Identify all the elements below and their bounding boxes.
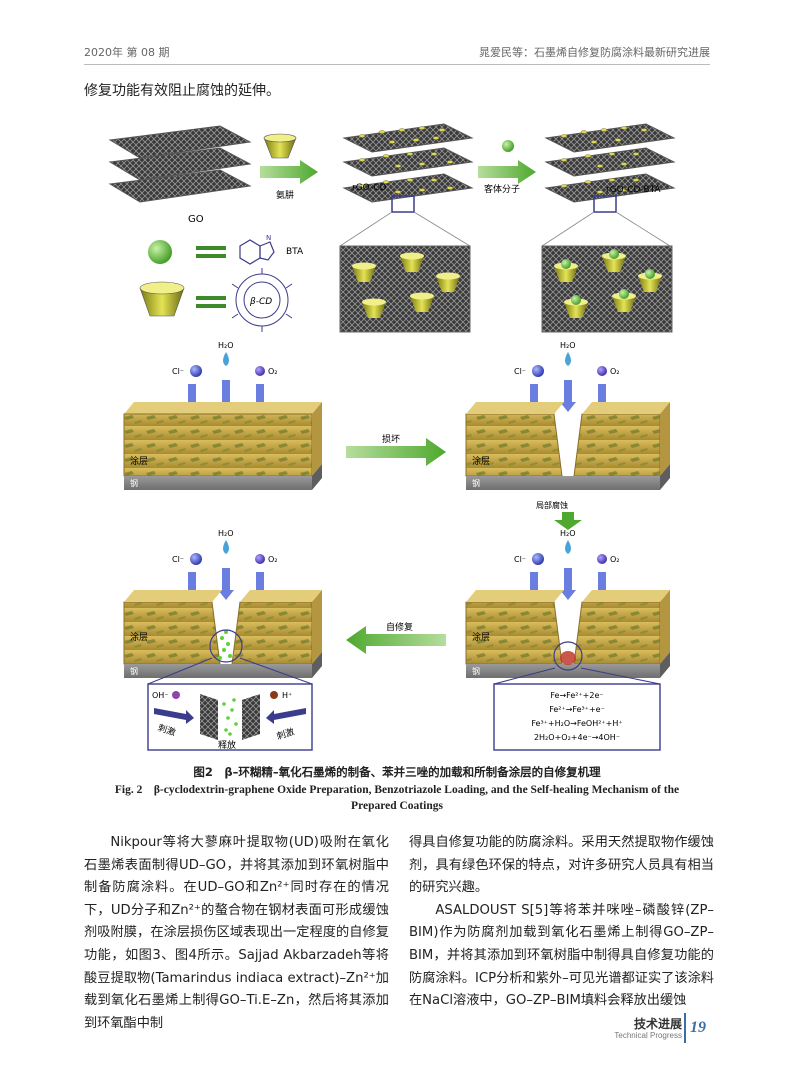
- label-coating-4: 涂层: [130, 631, 148, 643]
- oxygen-icon: [597, 366, 607, 376]
- label-steel-3: 钢: [472, 666, 480, 676]
- lead-text: 修复功能有效阻止腐蚀的延伸。: [84, 83, 280, 99]
- zoom-rgo-cd-bta: [541, 245, 673, 333]
- page-number: 19: [684, 1013, 710, 1043]
- zoom-rgo-cd: [339, 245, 471, 333]
- label-h2o-1: H₂O: [218, 341, 234, 350]
- rgo-cd-bta-stack: [544, 123, 676, 213]
- chloride-ion-icon: [190, 365, 202, 377]
- label-nh: N: [266, 234, 271, 242]
- panel-healed: H₂O Cl⁻ O₂: [123, 529, 322, 678]
- reaction-2: Fe²⁺→Fe³⁺+e⁻: [549, 705, 605, 714]
- proton-icon: [270, 691, 278, 699]
- label-o2-4: O₂: [268, 555, 278, 564]
- oxygen-icon: [597, 554, 607, 564]
- label-h2o-2: H₂O: [560, 341, 576, 350]
- paragraph: Nikpour等将大蓼麻叶提取物(UD)吸附在氧化石墨烯表面制得UD–GO，并将…: [84, 835, 389, 1031]
- footer-section-subtitle: Technical Progress: [614, 1031, 682, 1040]
- paragraph: 得具自修复功能的防腐涂料。采用天然提取物作缓蚀剂，具有绿色环保的特点，对许多研究…: [409, 835, 714, 896]
- oxygen-icon: [255, 366, 265, 376]
- beta-cd-cup-icon: [139, 281, 185, 317]
- label-rgo-cd: rGO-CD: [352, 183, 387, 193]
- label-o2-2: O₂: [610, 367, 620, 376]
- figure-caption-cn: 图2 β–环糊精–氧化石墨烯的制备、苯并三唑的加载和所制备涂层的自修复机理: [193, 765, 601, 779]
- beta-cd-cup-small: [263, 133, 297, 159]
- water-drop-icon: [223, 352, 229, 366]
- panel-intact: H₂O Cl⁻ O₂: [123, 341, 322, 490]
- water-drop-icon: [565, 540, 571, 554]
- label-go: GO: [188, 214, 204, 225]
- label-h2o-3: H₂O: [560, 529, 576, 538]
- hydroxide-icon: [172, 691, 180, 699]
- beta-cd-structure-icon: [231, 268, 293, 332]
- label-steel-4: 钢: [130, 666, 138, 676]
- arrow-hydrazine: [260, 160, 318, 184]
- stimulus-arrow-right: [266, 708, 306, 724]
- label-beta-cd: β-CD: [249, 297, 272, 307]
- label-rgo-cd-bta: rGO-CD-BTA: [606, 185, 661, 195]
- panel-corroding: H₂O Cl⁻ O₂: [465, 529, 670, 678]
- label-coating-1: 涂层: [130, 455, 148, 467]
- stimulus-arrow-left: [154, 708, 194, 724]
- reaction-1: Fe→Fe²⁺+2e⁻: [550, 691, 603, 700]
- label-steel-1: 钢: [130, 478, 138, 488]
- label-h-plus: H⁺: [282, 691, 292, 700]
- label-guest: 客体分子: [484, 183, 520, 195]
- bta-structure-icon: [239, 239, 275, 265]
- label-cl-4: Cl⁻: [172, 555, 184, 564]
- paragraph: ASALDOUST S[5]等将苯并咪唑–磷酸锌(ZP–BIM)作为防腐剂加载到…: [409, 902, 714, 1009]
- chloride-ion-icon: [190, 553, 202, 565]
- release-sheets: [200, 694, 260, 740]
- label-coating-3: 涂层: [472, 631, 490, 643]
- arrow-guest: [478, 160, 536, 184]
- label-cl-3: Cl⁻: [514, 555, 526, 564]
- body-column-right: 得具自修复功能的防腐涂料。采用天然提取物作缓蚀剂，具有绿色环保的特点，对许多研究…: [409, 832, 714, 1013]
- chloride-ion-icon: [532, 365, 544, 377]
- panel-damaged: H₂O Cl⁻ O₂: [465, 341, 670, 490]
- oxygen-icon: [255, 554, 265, 564]
- figure-caption-en: Fig. 2 β-cyclodextrin-graphene Oxide Pre…: [114, 784, 680, 812]
- bta-ball-icon: [148, 240, 172, 264]
- label-h2o-4: H₂O: [218, 529, 234, 538]
- rgo-cd-stack: [342, 123, 474, 213]
- label-bta: BTA: [286, 247, 304, 257]
- go-sheets: [108, 125, 252, 203]
- issue-label: 2020年 第 08 期: [84, 46, 170, 59]
- label-o2-3: O₂: [610, 555, 620, 564]
- guest-molecule-icon: [502, 140, 514, 152]
- figure-2: GO 氨肼 rGO-CD 客体分子 rGO-CD-BTA: [108, 123, 676, 751]
- water-drop-icon: [223, 540, 229, 554]
- reactions-box: [493, 683, 661, 751]
- article-short-title: 晁爱民等：石墨烯自修复防腐涂料最新研究进展: [479, 46, 710, 59]
- arrow-down: [554, 512, 582, 530]
- label-self-healing: 自修复: [386, 621, 413, 633]
- label-oh: OH⁻: [152, 691, 169, 700]
- page-footer: 技术进展 Technical Progress 19: [590, 1013, 710, 1047]
- reaction-3: Fe³⁺+H₂O→FeOH²⁺+H⁺: [531, 719, 622, 728]
- arrow-self-healing: [346, 626, 446, 654]
- header-rule: [84, 64, 710, 65]
- label-release: 释放: [218, 739, 236, 751]
- chloride-ion-icon: [532, 553, 544, 565]
- arrow-damage: [346, 438, 446, 466]
- reaction-4: 2H₂O+O₂+4e⁻→4OH⁻: [534, 733, 620, 742]
- label-hydrazine: 氨肼: [276, 189, 294, 201]
- label-o2-1: O₂: [268, 367, 278, 376]
- footer-section-title: 技术进展: [633, 1017, 682, 1031]
- label-damage: 损坏: [382, 433, 400, 445]
- label-local-corrosion: 局部腐蚀: [536, 500, 568, 510]
- body-column-left: Nikpour等将大蓼麻叶提取物(UD)吸附在氧化石墨烯表面制得UD–GO，并将…: [84, 832, 389, 1035]
- label-steel-2: 钢: [472, 478, 480, 488]
- label-cl-1: Cl⁻: [172, 367, 184, 376]
- label-coating-2: 涂层: [472, 455, 490, 467]
- running-header: 2020年 第 08 期 晁爱民等：石墨烯自修复防腐涂料最新研究进展: [84, 44, 710, 64]
- label-cl-2: Cl⁻: [514, 367, 526, 376]
- water-drop-icon: [565, 352, 571, 366]
